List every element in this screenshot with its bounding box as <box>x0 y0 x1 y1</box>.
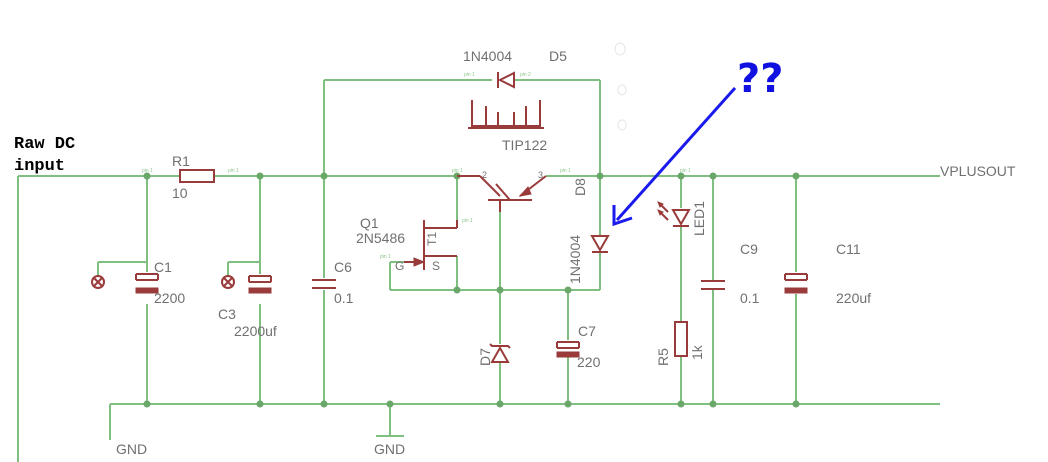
q1-name: Q1 <box>360 215 379 231</box>
pin-labels: pin 1 pin 1 pin 1 pin 2 pin 1 pin 1 pin … <box>142 72 691 260</box>
c1-capacitor <box>135 273 159 294</box>
svg-text:pin 1: pin 1 <box>452 168 463 174</box>
c6-name: C6 <box>334 259 352 275</box>
annotation-arrow <box>612 87 737 227</box>
d8-name: D8 <box>572 178 588 196</box>
r1-value: 10 <box>172 185 188 201</box>
svg-text:pin 1: pin 1 <box>560 168 571 174</box>
led1-name: LED1 <box>691 201 707 236</box>
c1-name: C1 <box>154 259 172 275</box>
c3-value: 2200uf <box>234 323 277 339</box>
d8-part-label: 1N4004 <box>567 235 583 284</box>
led1-diode <box>657 201 691 227</box>
junction-dots <box>143 172 800 408</box>
raw-dc-label-line2: input <box>14 157 65 176</box>
q1-gate-label: G <box>395 259 404 273</box>
tip122-transistor <box>457 175 547 212</box>
svg-text:pin 1: pin 1 <box>462 218 473 224</box>
background-marks <box>614 42 627 131</box>
c6-capacitor <box>312 279 336 289</box>
tip122-pin3: 3 <box>538 170 543 180</box>
r5-value: 1k <box>689 344 705 360</box>
c9-capacitor <box>701 280 725 290</box>
svg-text:pin 1: pin 1 <box>464 72 475 78</box>
c7-value: 220 <box>577 354 601 370</box>
tip122-label: TIP122 <box>502 137 547 153</box>
question-annotation: ?? <box>737 56 783 102</box>
raw-dc-label-line1: Raw DC <box>14 135 75 154</box>
c1-unconnected-pin <box>91 275 105 289</box>
c3-unconnected-pin <box>221 275 235 289</box>
c11-capacitor <box>784 273 808 294</box>
svg-text:pin 2: pin 2 <box>520 72 531 78</box>
q1-jfet <box>404 220 458 270</box>
r5-resistor <box>674 321 688 357</box>
c9-value: 0.1 <box>740 290 760 306</box>
svg-text:pin 1: pin 1 <box>680 168 691 174</box>
c11-name: C11 <box>836 241 861 257</box>
gnd-left-label: GND <box>116 441 147 457</box>
c3-name: C3 <box>218 306 236 322</box>
r5-name: R5 <box>655 348 671 366</box>
c7-name: C7 <box>578 323 596 339</box>
r1-resistor <box>179 169 215 183</box>
d7-zener-diode <box>489 343 511 363</box>
c7-capacitor <box>556 341 580 358</box>
c1-value: 2200 <box>154 290 185 306</box>
c9-name: C9 <box>740 241 758 257</box>
r1-name: R1 <box>172 153 190 169</box>
d5-diode <box>497 71 515 89</box>
d5-name: D5 <box>549 48 567 64</box>
c3-capacitor <box>248 275 272 294</box>
svg-text:pin 1: pin 1 <box>142 168 153 174</box>
svg-text:pin 1: pin 1 <box>380 254 391 260</box>
q1-drain-label: T1 <box>425 232 439 246</box>
q1-source-label: S <box>432 259 440 273</box>
q1-part-label: 2N5486 <box>356 230 405 246</box>
d5-part-label: 1N4004 <box>463 48 512 64</box>
tip122-pin2: 2 <box>482 170 487 180</box>
vplusout-label: VPLUSOUT <box>940 163 1016 179</box>
svg-text:pin 1: pin 1 <box>228 168 239 174</box>
gnd-mid-label: GND <box>374 441 405 457</box>
heatsink-icon <box>468 100 544 129</box>
c6-value: 0.1 <box>334 290 354 306</box>
c11-value: 220uf <box>836 290 871 306</box>
d8-diode <box>590 235 610 253</box>
d7-name: D7 <box>477 348 493 366</box>
